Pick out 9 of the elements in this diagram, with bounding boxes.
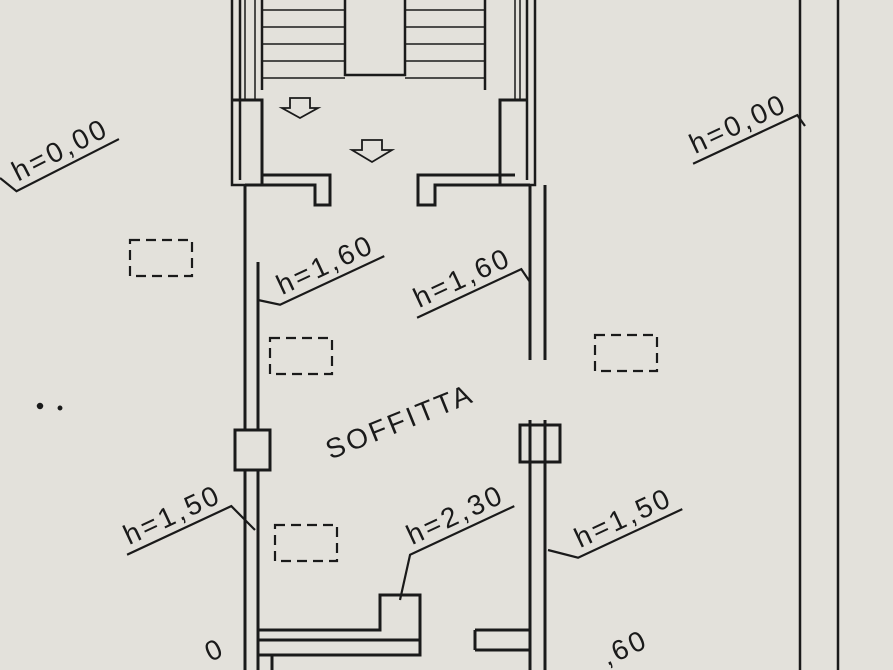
leader-line bbox=[258, 255, 385, 306]
leader-line bbox=[0, 138, 120, 193]
leader-line bbox=[692, 114, 806, 165]
leader-line bbox=[548, 508, 683, 559]
height-label: ,60 bbox=[596, 622, 654, 670]
leader-line bbox=[126, 504, 256, 556]
leader-line bbox=[398, 505, 515, 600]
leader-line bbox=[416, 268, 531, 319]
height-label: 0 bbox=[198, 630, 231, 670]
